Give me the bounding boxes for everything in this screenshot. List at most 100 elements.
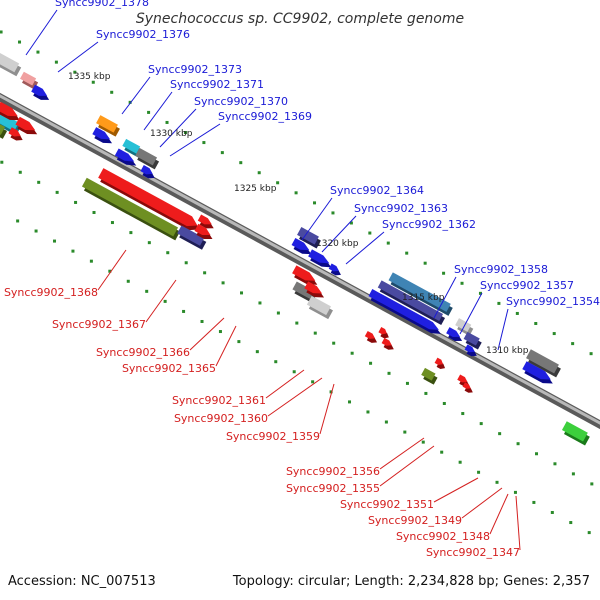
tick-dot — [92, 210, 96, 214]
tick-dot — [18, 40, 22, 44]
tick-dot — [258, 301, 262, 305]
gene-feature — [20, 71, 39, 90]
tick-dot — [587, 531, 591, 535]
summary-text: Topology: circular; Length: 2,234,828 bp… — [232, 574, 590, 589]
leader-line — [145, 279, 177, 323]
gene-feature — [0, 124, 8, 139]
gene-label-plus: Syncc9902_1373 — [148, 63, 242, 76]
leader-line — [25, 9, 58, 56]
map-title: Synechococcus sp. CC9902, complete genom… — [136, 11, 464, 27]
tick-dot — [128, 100, 132, 104]
leader-line — [97, 249, 127, 291]
tick-dot — [569, 521, 573, 525]
tick-dot — [34, 229, 38, 233]
gene-feature — [0, 53, 22, 77]
gene-label-plus: Syncc9902_1358 — [454, 263, 548, 276]
tick-dot — [332, 341, 336, 345]
gene-feature — [98, 168, 200, 231]
gene-feature — [96, 115, 120, 137]
tick-dot — [442, 271, 446, 275]
tick-dot — [497, 301, 501, 305]
tick-dot — [424, 391, 428, 395]
tick-dot — [368, 231, 372, 235]
tick-dot — [478, 291, 482, 295]
tick-dot — [405, 381, 409, 385]
tick-dot — [313, 201, 317, 205]
gene-feature — [364, 330, 378, 343]
gene-label-minus: Syncc9902_1360 — [174, 412, 268, 425]
label-leaders — [25, 9, 521, 551]
gene-feature — [292, 265, 318, 285]
gene-feature — [297, 227, 321, 249]
tick-dot — [313, 331, 317, 335]
tick-dot — [477, 470, 481, 474]
gene-label-plus: Syncc9902_1378 — [55, 0, 149, 9]
tick-dot — [386, 241, 390, 245]
gene-feature — [140, 165, 155, 179]
gene-label-minus: Syncc9902_1368 — [4, 286, 98, 299]
leader-line — [433, 276, 457, 319]
tick-dot — [184, 261, 188, 265]
tick-dot — [461, 412, 465, 416]
tick-dot — [200, 319, 204, 323]
gene-label-plus: Syncc9902_1371 — [170, 78, 264, 91]
tick-dot — [240, 291, 244, 295]
tick-dot — [147, 110, 151, 114]
tick-dot — [535, 452, 539, 456]
tick-dot — [257, 171, 261, 175]
tick-dot — [387, 371, 391, 375]
tick-dot — [460, 281, 464, 285]
gene-label-minus: Syncc9902_1361 — [172, 394, 266, 407]
gene-label-minus: Syncc9902_1348 — [396, 530, 490, 543]
gene-labels: Syncc9902_1378Syncc9902_1376Syncc9902_13… — [4, 0, 600, 559]
gene-feature — [388, 272, 453, 316]
gene-label-minus: Syncc9902_1365 — [122, 362, 216, 375]
tick-dot — [311, 380, 315, 384]
tick-dot — [36, 50, 40, 54]
gene-feature — [31, 84, 50, 100]
gene-feature — [378, 326, 389, 339]
tick-dot — [276, 311, 280, 315]
tick-dot — [220, 151, 224, 155]
gene-feature — [328, 263, 341, 276]
tick-dot — [166, 251, 170, 255]
tick-dot — [571, 342, 575, 346]
tick-dot — [89, 259, 93, 263]
tick-dot — [218, 330, 222, 334]
leader-line — [515, 495, 521, 551]
gene-feature — [377, 280, 446, 325]
gene-feature — [8, 127, 23, 141]
tick-dot — [294, 191, 298, 195]
tick-dot — [91, 80, 95, 84]
leader-line — [57, 41, 99, 73]
gene-feature — [81, 177, 181, 241]
tick-dot — [182, 309, 186, 313]
gene-label-plus: Syncc9902_1363 — [354, 202, 448, 215]
tick-dot — [255, 350, 259, 354]
genome-backbone — [0, 92, 600, 430]
gene-feature — [446, 327, 463, 341]
gene-label-plus: Syncc9902_1364 — [330, 184, 424, 197]
leader-line — [265, 369, 305, 399]
tick-dot — [515, 311, 519, 315]
backbone-highlight — [0, 94, 600, 425]
gene-feature — [197, 214, 214, 229]
leader-line — [301, 197, 333, 241]
leader-line — [189, 317, 225, 351]
gene-label-plus: Syncc9902_1362 — [382, 218, 476, 231]
gene-feature — [561, 421, 590, 446]
gene-label-minus: Syncc9902_1366 — [96, 346, 190, 359]
tick-dot — [405, 251, 409, 255]
gene-label-plus: Syncc9902_1370 — [194, 95, 288, 108]
tick-dot — [550, 510, 554, 514]
gene-feature — [0, 101, 20, 121]
tick-dot — [369, 361, 373, 365]
tick-label: 1315 kbp — [402, 293, 445, 303]
tick-dot — [479, 422, 483, 426]
tick-dot — [54, 60, 58, 64]
gene-label-plus: Syncc9902_1369 — [218, 110, 312, 123]
gene-feature — [421, 367, 438, 385]
gene-label-plus: Syncc9902_1376 — [96, 28, 190, 41]
tick-dots — [0, 30, 594, 535]
